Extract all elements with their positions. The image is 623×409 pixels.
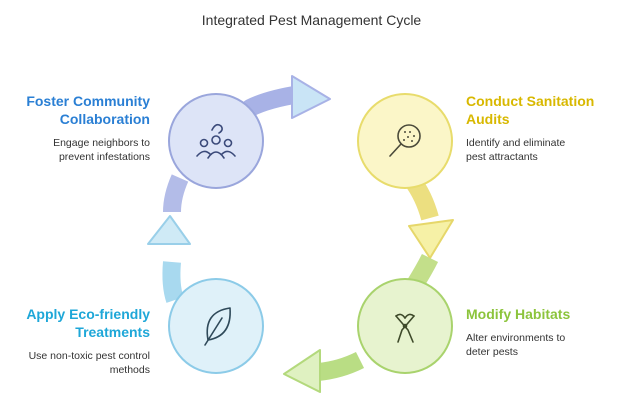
step-block-treatments: Apply Eco-friendly Treatments Use non-to… <box>10 305 150 377</box>
arrow-head-bottom <box>283 349 321 393</box>
step-title-sanitation: Conduct Sanitation Audits <box>466 93 595 127</box>
magnifier-icon <box>389 124 421 157</box>
step-circle-sanitation <box>357 93 453 189</box>
step-block-community: Foster Community Collaboration Engage ne… <box>10 92 150 164</box>
arc-left-upper <box>163 174 189 213</box>
arrow-head-top <box>291 75 331 119</box>
step-description-habitats: Alter environments to deter pests <box>466 332 566 358</box>
pruning-shears-icon <box>395 313 415 343</box>
step-description-community: Engage neighbors to prevent infestations <box>53 137 150 163</box>
step-description-sanitation: Identify and eliminate pest attractants <box>466 137 566 163</box>
step-block-sanitation: Conduct Sanitation Audits Identify and e… <box>466 92 616 164</box>
diagram-title: Integrated Pest Management Cycle <box>201 12 422 28</box>
step-description-treatments: Use non-toxic pest control methods <box>28 350 150 376</box>
step-title-treatments: Apply Eco-friendly Treatments <box>26 306 150 340</box>
step-title-community: Foster Community Collaboration <box>26 93 150 127</box>
leaf-icon <box>204 307 231 346</box>
step-circle-treatments <box>168 278 264 374</box>
step-circle-community <box>168 93 264 189</box>
arrow-head-left <box>147 215 191 245</box>
community-icon <box>196 123 236 159</box>
arc-bottom <box>317 351 365 381</box>
arrow-head-right <box>408 219 454 259</box>
step-block-habitats: Modify Habitats Alter environments to de… <box>466 305 616 359</box>
arc-left <box>162 261 184 303</box>
step-title-habitats: Modify Habitats <box>466 306 571 322</box>
